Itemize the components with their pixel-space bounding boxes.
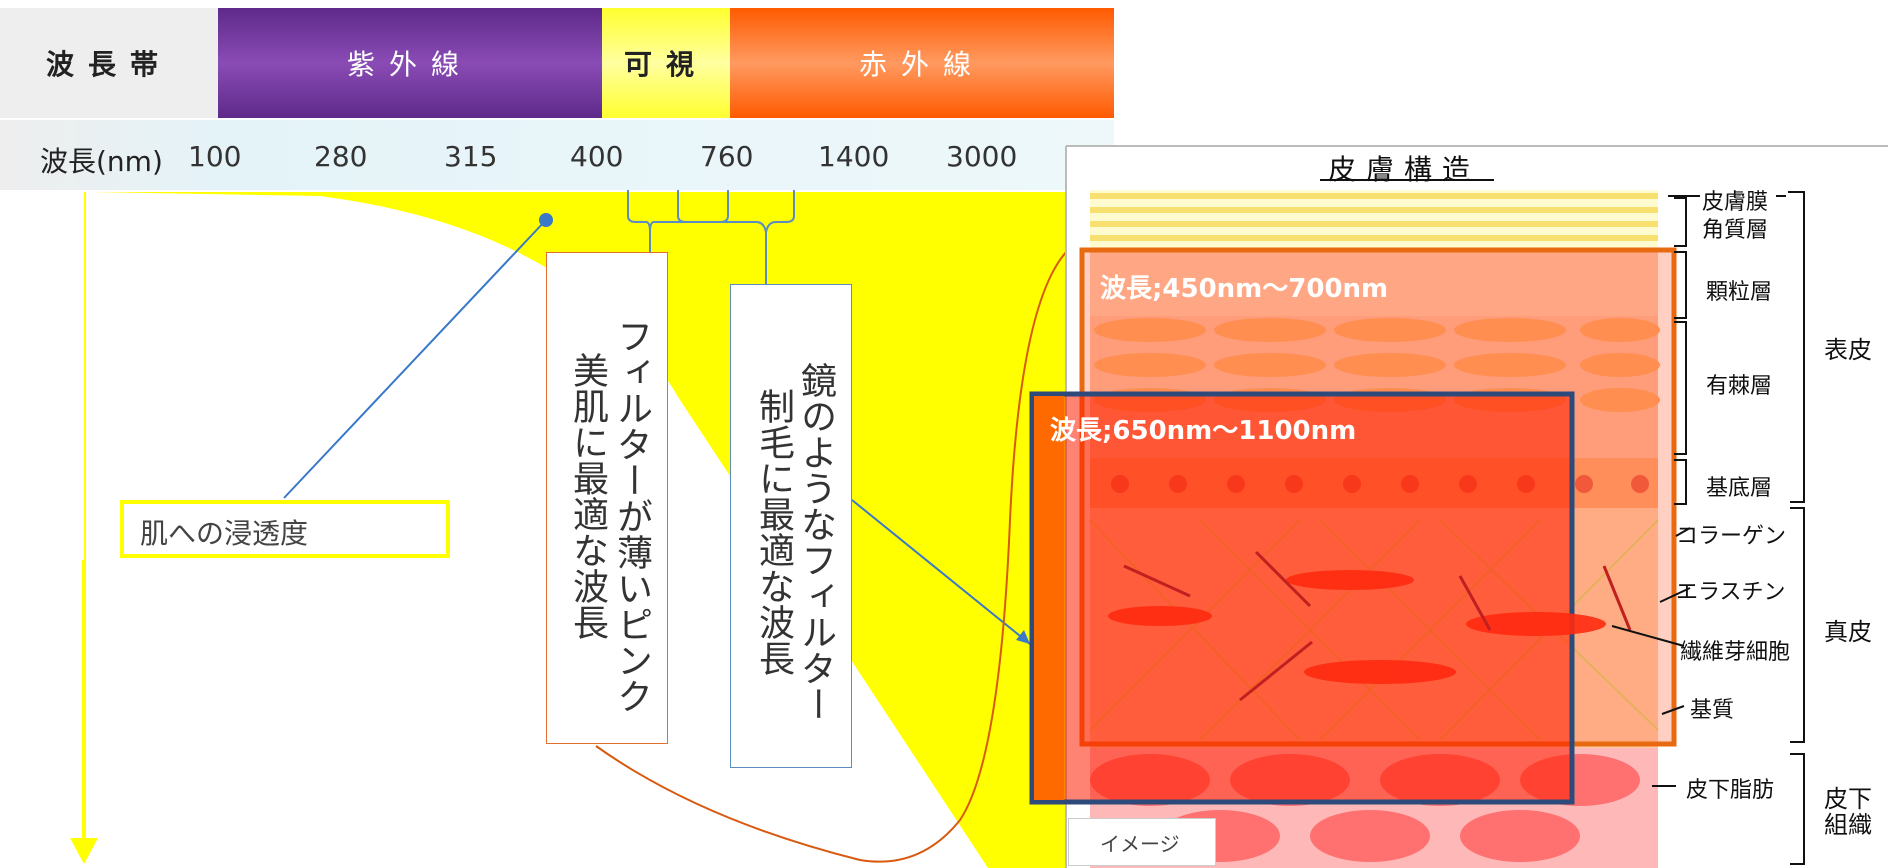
band-header-label: 波長帯 (45, 48, 172, 81)
uv-band: 紫外線 (218, 8, 602, 118)
tick-3000: 3000 (946, 140, 1018, 173)
mirror-filter-callout (730, 284, 852, 768)
label-spinous: 有棘層 (1706, 374, 1773, 399)
penetration-arrowhead (70, 838, 98, 864)
tick-760: 760 (700, 140, 754, 173)
label-matrix: 基質 (1690, 698, 1735, 723)
tick-100: 100 (188, 140, 242, 173)
wavelength-header-label: 波長(nm) (40, 145, 163, 178)
tick-315: 315 (444, 140, 498, 173)
label-corneum: 角質層 (1702, 218, 1769, 243)
pink-filter-text-1: フィルターが薄いピンク (611, 318, 652, 714)
range1-label: 波長;450nm～700nm (1100, 274, 1389, 304)
penetration-label: 肌への浸透度 (140, 517, 309, 550)
orange-curve (595, 249, 1069, 863)
skin-title: 皮膚構造 (1328, 153, 1481, 186)
mirror-filter-text-1: 鏡のようなフィルター (795, 362, 836, 722)
ir-band: 赤外線 (730, 8, 1114, 118)
penetration-legend (120, 500, 450, 558)
label-subcutaneous-fat: 皮下脂肪 (1686, 778, 1775, 803)
mirror-filter-text-2: 制毛に最適な波長 (753, 388, 794, 676)
tick-280: 280 (314, 140, 368, 173)
tick-400: 400 (570, 140, 624, 173)
group-dermis: 真皮 (1824, 618, 1872, 646)
tick-1400: 1400 (818, 140, 890, 173)
label-elastin: エラスチン (1676, 580, 1786, 605)
range2-label: 波長;650nm～1100nm (1050, 416, 1357, 446)
group-epidermis: 表皮 (1824, 336, 1872, 364)
group-subcutis: 皮下組織 (1824, 785, 1872, 839)
label-sebum: 皮膚膜 (1702, 190, 1769, 215)
image-note: イメージ (1100, 832, 1180, 856)
wavelength-row (0, 120, 1114, 190)
label-basal: 基底層 (1706, 476, 1773, 501)
label-fibroblast: 繊維芽細胞 (1680, 640, 1791, 665)
pink-filter-callout (546, 252, 668, 744)
label-collagen: コラーゲン (1676, 524, 1787, 549)
image-note-box (1068, 818, 1216, 866)
visible-band: 可視 (602, 8, 730, 118)
label-granular: 顆粒層 (1706, 280, 1773, 305)
pink-filter-text-2: 美肌に最適な波長 (567, 352, 608, 640)
